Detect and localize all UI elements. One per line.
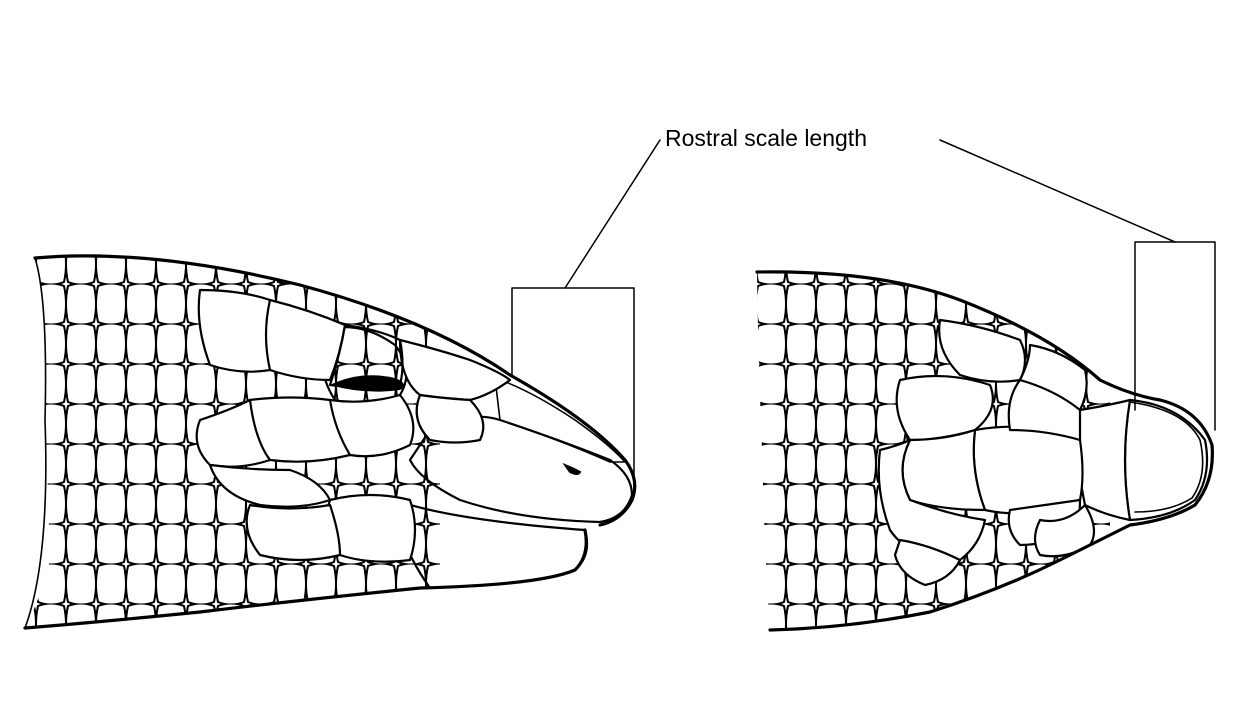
rostral-scale-lateral xyxy=(495,378,625,462)
dorsal-head-view xyxy=(750,265,1212,635)
lateral-head-view xyxy=(20,245,635,635)
rostral-scale-length-label: Rostral scale length xyxy=(665,125,867,151)
nostril-icon xyxy=(565,465,580,474)
leader-line-dorsal xyxy=(940,140,1175,242)
cut-edge-lateral xyxy=(25,258,46,628)
rostral-length-bracket-lateral xyxy=(512,288,634,490)
leader-line-lateral xyxy=(565,140,660,288)
